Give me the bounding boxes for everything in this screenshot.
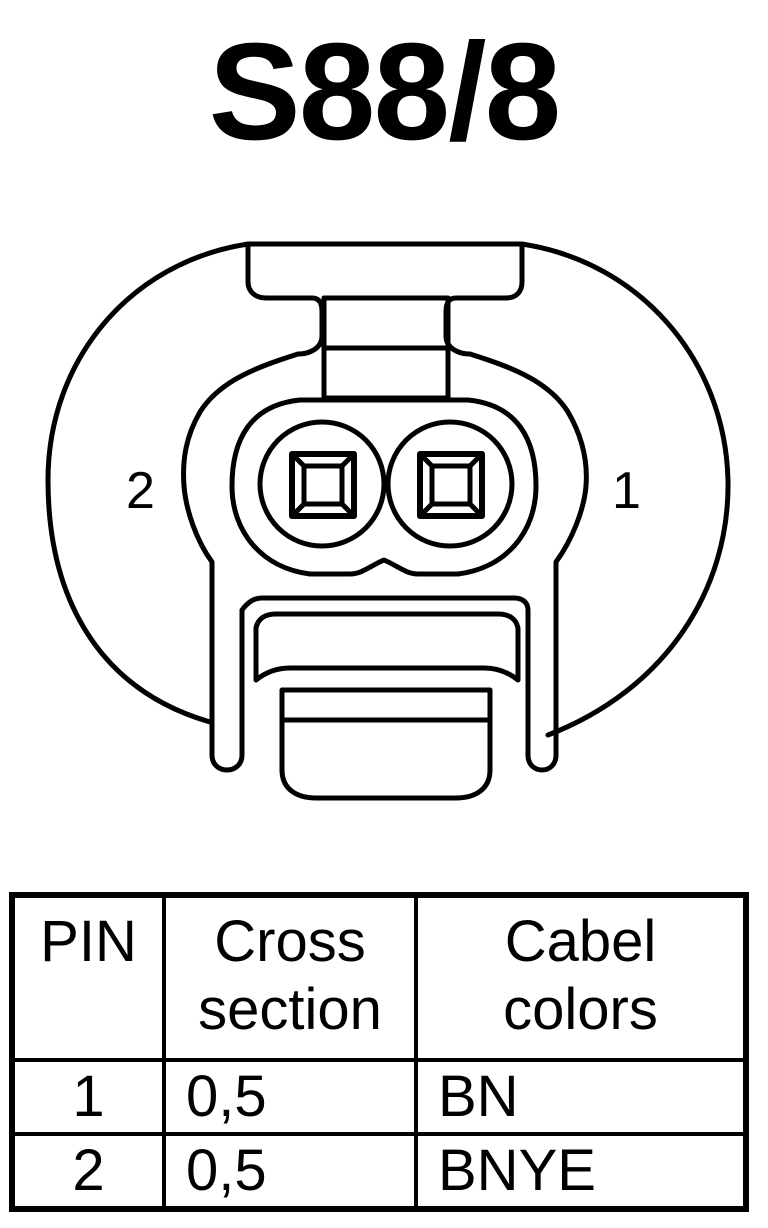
cell-cable-color: BN bbox=[414, 1058, 748, 1136]
header-cable-colors: Cabel colors bbox=[414, 893, 748, 1062]
table-header-row: PIN Cross section Cabel colors bbox=[10, 893, 748, 1062]
diagram-title: S88/8 bbox=[208, 15, 562, 169]
header-pin: PIN bbox=[10, 893, 166, 1062]
pin-table: PIN Cross section Cabel colors 1 0,5 BN … bbox=[9, 892, 749, 1212]
pin-label-2: 2 bbox=[126, 462, 155, 520]
table-row: 1 0,5 BN bbox=[10, 1058, 748, 1136]
connector-housing-outline bbox=[45, 241, 731, 738]
header-cross-section: Cross section bbox=[162, 893, 418, 1062]
bottom-key bbox=[253, 611, 521, 683]
terminal-square-1 bbox=[417, 451, 485, 519]
bottom-tab bbox=[279, 687, 493, 801]
connector-drawing: 2 1 bbox=[45, 241, 731, 801]
cell-pin: 2 bbox=[10, 1132, 166, 1211]
cell-cable-color: BNYE bbox=[414, 1132, 748, 1211]
cell-cross-section: 0,5 bbox=[162, 1132, 418, 1211]
top-latch bbox=[181, 241, 589, 773]
terminal-ring-1 bbox=[385, 419, 515, 549]
terminal-ring-2 bbox=[257, 419, 387, 549]
table-row: 2 0,5 BNYE bbox=[10, 1132, 748, 1211]
cell-pin: 1 bbox=[10, 1058, 166, 1136]
cell-cross-section: 0,5 bbox=[162, 1058, 418, 1136]
terminal-square-2 bbox=[289, 451, 357, 519]
pin-label-1: 1 bbox=[612, 462, 641, 520]
inner-body bbox=[229, 397, 539, 577]
